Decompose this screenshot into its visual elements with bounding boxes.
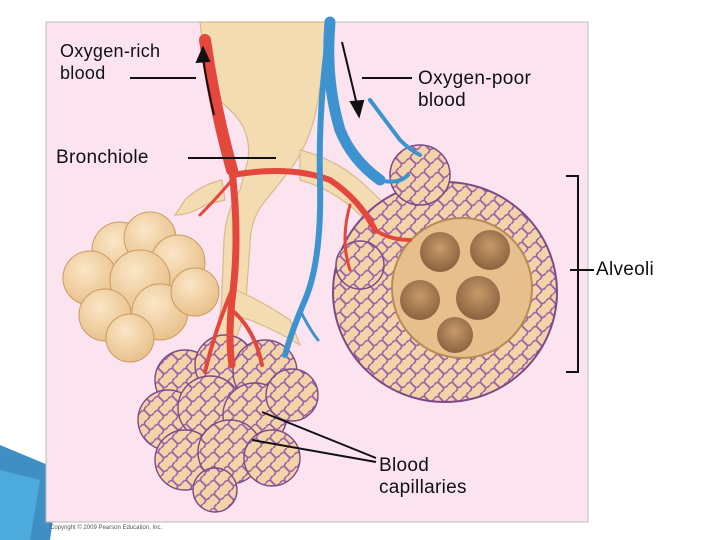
oxygen-poor-line1: Oxygen-poor (418, 68, 532, 89)
alveolar-sac-cluster (62, 211, 220, 363)
alveoli-bracket (566, 175, 579, 373)
flow-arrows (195, 41, 365, 119)
copyright-notice: Copyright © 2009 Pearson Education, Inc. (50, 525, 163, 531)
bronchiole-label: Bronchiole (56, 147, 149, 169)
oxygen-rich-blood-label: Oxygen-rich blood (60, 40, 160, 84)
capillaries-leader-upper (261, 411, 377, 459)
capillaries-line1: Blood (379, 455, 430, 476)
slide-accent-decoration (0, 445, 60, 540)
oxygen-rich-flow-arrow (202, 57, 215, 116)
oxygen-rich-line1: Oxygen-rich (60, 41, 161, 61)
capillaries-line2: capillaries (379, 477, 467, 498)
oxygen-rich-line2: blood (60, 63, 106, 83)
capillaries-leader-lower (251, 439, 377, 463)
oxygen-poor-line2: blood (418, 90, 466, 111)
blood-capillaries-label: Blood capillaries (379, 455, 467, 499)
alveoli-label: Alveoli (596, 259, 654, 281)
capillary-alveoli-bottom (137, 334, 319, 513)
alveoli-text: Alveoli (596, 259, 655, 280)
leader-lines (130, 77, 594, 463)
oxygen-poor-flow-arrow (341, 41, 358, 106)
bronchiole-text: Bronchiole (56, 147, 149, 168)
pulmonary-vein-branches (282, 16, 422, 358)
oxygen-poor-blood-label: Oxygen-poor blood (418, 68, 531, 112)
